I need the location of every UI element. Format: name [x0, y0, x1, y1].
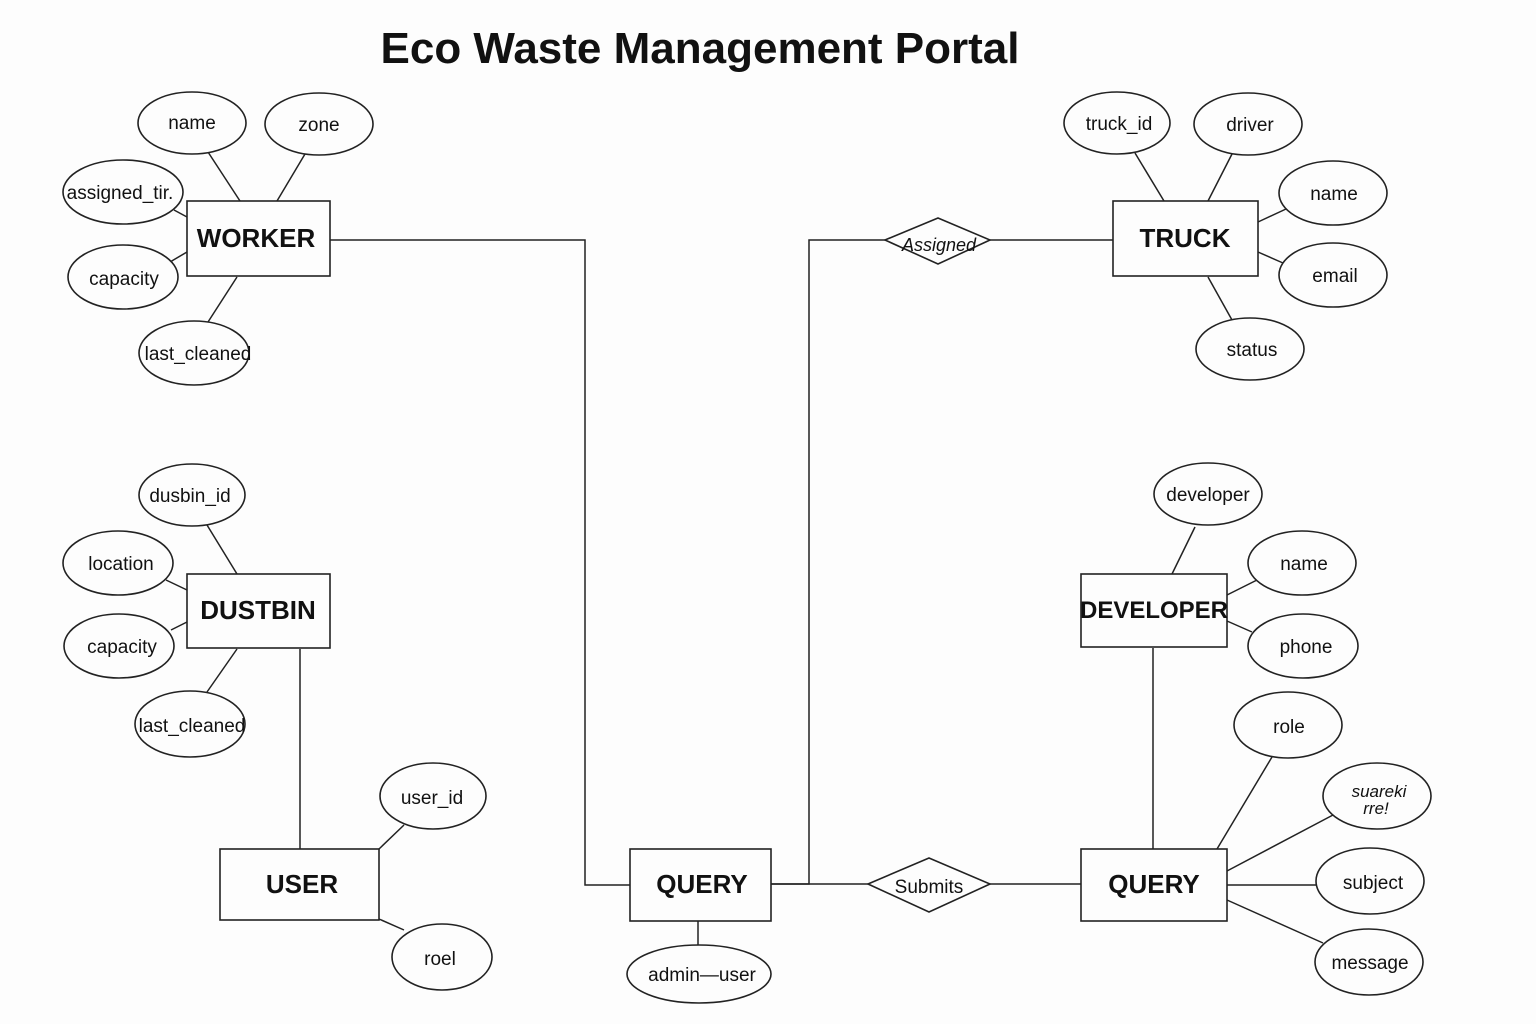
- entity-dustbin-label: DUSTBIN: [200, 595, 316, 625]
- relationship-submits[interactable]: Submits: [866, 857, 992, 913]
- entity-user-label: USER: [266, 869, 338, 899]
- attribute-query-adminuser[interactable]: admin—user: [626, 944, 772, 1004]
- attribute-query-suareki-label-line2: rre!: [1363, 799, 1389, 818]
- attribute-query-message[interactable]: message: [1314, 928, 1424, 996]
- entity-worker-label: WORKER: [197, 223, 316, 253]
- link-developer-phone: [1226, 620, 1253, 633]
- link-truck-id: [1134, 152, 1165, 202]
- link-query-assigned: [771, 239, 885, 885]
- link-developer-name: [1226, 579, 1258, 596]
- attribute-developer-phone[interactable]: phone: [1247, 613, 1359, 679]
- link-truck-driver: [1207, 153, 1233, 202]
- relationship-submits-label: Submits: [895, 877, 964, 898]
- attribute-worker-capacity[interactable]: capacity: [67, 244, 179, 310]
- diagram-title: Eco Waste Management Portal: [381, 24, 1020, 73]
- link-worker-zone: [276, 153, 306, 202]
- attribute-developer-developer[interactable]: developer: [1153, 462, 1263, 526]
- attribute-dustbin-lastcleaned[interactable]: last_cleaned: [134, 690, 246, 758]
- attribute-truck-id-label: truck_id: [1086, 114, 1153, 135]
- attribute-query-suareki[interactable]: suareki rre!: [1322, 762, 1432, 830]
- attribute-user-roel[interactable]: roel: [391, 923, 493, 991]
- attribute-developer-phone-label: phone: [1280, 637, 1333, 658]
- entity-query-center[interactable]: QUERY: [629, 848, 772, 922]
- entity-truck[interactable]: TRUCK: [1112, 200, 1259, 277]
- attribute-worker-lastcleaned-label: last_cleaned: [145, 344, 252, 365]
- attribute-worker-name[interactable]: name: [137, 91, 247, 155]
- attribute-truck-email[interactable]: email: [1278, 242, 1388, 308]
- link-worker-capacity: [169, 251, 188, 263]
- link-dustbin-id: [206, 524, 238, 575]
- attribute-dustbin-id-label: dusbin_id: [149, 486, 230, 507]
- connector-lines: [165, 151, 1334, 945]
- attribute-truck-name[interactable]: name: [1278, 160, 1388, 226]
- relationship-assigned[interactable]: Assigned: [882, 217, 992, 265]
- attribute-worker-name-label: name: [168, 113, 216, 134]
- entity-user[interactable]: USER: [219, 848, 380, 921]
- link-truck-status: [1207, 276, 1233, 321]
- attribute-user-roel-label: roel: [424, 949, 456, 970]
- attribute-query-suareki-label-line1: suareki: [1352, 782, 1408, 801]
- attribute-worker-capacity-label: capacity: [89, 269, 159, 290]
- attribute-dustbin-lastcleaned-label: last_cleaned: [139, 716, 246, 737]
- attribute-worker-lastcleaned[interactable]: last_cleaned: [138, 320, 252, 386]
- link-query-suareki: [1226, 814, 1334, 872]
- attribute-worker-assigned-label: assigned_tir.: [67, 183, 174, 204]
- entity-developer-label: DEVELOPER: [1080, 597, 1228, 624]
- link-user-id: [378, 824, 405, 850]
- attribute-truck-status-label: status: [1227, 340, 1278, 361]
- attribute-query-message-label: message: [1331, 953, 1408, 974]
- attribute-truck-email-label: email: [1312, 266, 1357, 287]
- attribute-truck-name-label: name: [1310, 184, 1358, 205]
- attribute-worker-zone-label: zone: [298, 115, 339, 136]
- attribute-user-id[interactable]: user_id: [379, 762, 487, 830]
- attribute-query-subject[interactable]: subject: [1315, 847, 1425, 915]
- attribute-developer-name[interactable]: name: [1247, 530, 1357, 596]
- entity-dustbin[interactable]: DUSTBIN: [186, 573, 331, 649]
- attribute-user-id-label: user_id: [401, 788, 463, 809]
- attribute-worker-assigned[interactable]: assigned_tir.: [62, 159, 184, 225]
- attribute-dustbin-capacity[interactable]: capacity: [63, 613, 175, 679]
- link-query-role: [1216, 756, 1273, 850]
- entity-query-right[interactable]: QUERY: [1080, 848, 1228, 922]
- attribute-developer-developer-label: developer: [1166, 485, 1250, 506]
- attribute-query-role-label: role: [1273, 717, 1305, 738]
- entity-worker[interactable]: WORKER: [186, 200, 331, 277]
- attribute-dustbin-location[interactable]: location: [62, 530, 174, 596]
- link-truck-email: [1257, 251, 1284, 264]
- attribute-truck-id[interactable]: truck_id: [1063, 91, 1171, 155]
- link-worker-name: [207, 151, 241, 202]
- link-worker-assigned: [173, 209, 188, 218]
- entity-query-center-label: QUERY: [656, 869, 748, 899]
- link-worker-query: [330, 239, 630, 886]
- attribute-truck-driver[interactable]: driver: [1193, 92, 1303, 156]
- entity-developer[interactable]: DEVELOPER: [1080, 573, 1228, 648]
- entity-truck-label: TRUCK: [1140, 223, 1231, 253]
- attribute-truck-driver-label: driver: [1226, 115, 1274, 136]
- link-dustbin-lastcleaned: [206, 648, 238, 693]
- attribute-worker-zone[interactable]: zone: [264, 92, 374, 156]
- relationship-assigned-label: Assigned: [901, 235, 977, 255]
- link-dustbin-capacity: [170, 621, 188, 631]
- entity-query-right-label: QUERY: [1108, 869, 1200, 899]
- attribute-truck-status[interactable]: status: [1195, 317, 1305, 381]
- attribute-dustbin-id[interactable]: dusbin_id: [138, 463, 246, 527]
- link-query-message: [1226, 899, 1324, 944]
- link-worker-lastcleaned: [207, 276, 238, 323]
- link-truck-name: [1257, 208, 1287, 223]
- attribute-query-adminuser-label: admin—user: [648, 965, 756, 986]
- link-dustbin-location: [165, 579, 188, 591]
- attribute-dustbin-capacity-label: capacity: [87, 637, 157, 658]
- link-developer-developer: [1171, 526, 1196, 575]
- attribute-dustbin-location-label: location: [88, 554, 154, 575]
- link-user-roel: [378, 918, 405, 931]
- attribute-query-role[interactable]: role: [1233, 691, 1343, 759]
- attribute-developer-name-label: name: [1280, 554, 1328, 575]
- attribute-query-subject-label: subject: [1343, 873, 1404, 894]
